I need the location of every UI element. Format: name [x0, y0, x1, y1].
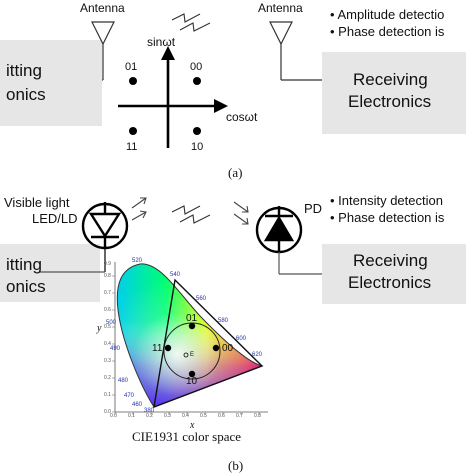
- tx-label-b-1: itting: [6, 255, 42, 274]
- rx-label-b-2: Electronics: [348, 273, 432, 292]
- cie-point-11: [164, 344, 172, 352]
- bullet-b-2: • Phase detection is: [330, 210, 445, 225]
- cie-y-tick-4: 0.4: [104, 341, 111, 347]
- cie-y-axis-label: y: [97, 323, 102, 334]
- wireless-signal-icon-b: [171, 205, 211, 224]
- caption-b: (b): [228, 458, 244, 473]
- cie-x-tick-1: 0.1: [128, 413, 135, 419]
- tx-box-b: [0, 244, 100, 302]
- cie-label-01: 01: [186, 313, 198, 324]
- cie-point-10: [188, 370, 196, 378]
- bullet-a-1: • Amplitude detectio: [330, 7, 445, 22]
- rx-label-b-1: Receiving: [353, 251, 428, 270]
- wl-460: 460: [132, 402, 143, 408]
- axis-y-label: sinωt: [147, 35, 176, 49]
- wl-620: 620: [252, 352, 263, 358]
- point-label-11: 11: [126, 141, 138, 153]
- cie-y-tick-6: 0.6: [104, 307, 111, 313]
- antenna-icon-left: [91, 21, 115, 81]
- source-label-2: LED/LD: [32, 211, 78, 226]
- cie-y-ticks: [112, 275, 115, 413]
- point-label-00: 00: [190, 61, 203, 73]
- cie-y-tick-1: 0.1: [104, 392, 111, 398]
- panel-a-graphics: [0, 13, 466, 148]
- wl-490: 490: [110, 346, 121, 352]
- bullet-a-1-text: Amplitude detectio: [337, 7, 445, 22]
- wl-470: 470: [124, 393, 135, 399]
- cie-y-tick-9: 0.9: [104, 261, 111, 267]
- rx-box-a: [322, 52, 466, 134]
- rx-box-b: [322, 244, 466, 304]
- constellation-axes: [118, 46, 228, 148]
- cie-label-00: 00: [222, 343, 234, 354]
- cie-x-axis-label: x: [190, 420, 195, 431]
- tx-label-a-1: itting: [6, 61, 42, 80]
- wl-380: 380: [144, 408, 155, 414]
- constellation-point-01: [129, 77, 137, 85]
- cie-gamut-triangle: [153, 278, 264, 409]
- led-icon: [40, 202, 129, 273]
- cie-y-tick-0: 0.0: [104, 409, 111, 415]
- bullet-b-1: • Intensity detection: [330, 193, 443, 208]
- antenna-icon-right: [269, 21, 322, 81]
- cie-gamut-outline: [116, 263, 264, 408]
- wl-520: 520: [132, 258, 143, 264]
- point-label-10: 10: [191, 141, 204, 153]
- constellation-point-11: [129, 127, 137, 135]
- wl-500: 500: [106, 320, 117, 326]
- cie-x-tick-2: 0.2: [146, 413, 153, 419]
- pd-incoming-arrows: [233, 201, 249, 225]
- axis-x-label: cosωt: [226, 110, 258, 124]
- panel-b-graphics: [0, 197, 466, 415]
- constellation-point-00: [193, 77, 201, 85]
- cie-x-tick-3: 0.3: [164, 413, 171, 419]
- constellation-points: [129, 77, 201, 135]
- tx-label-b-2: onics: [6, 277, 46, 296]
- led-emission-arrows: [131, 197, 147, 221]
- bullet-a-2: • Phase detection is: [330, 24, 445, 39]
- cie-label-11: 11: [152, 343, 163, 354]
- cie-x-ticks: [114, 412, 260, 415]
- cie-x-tick-5: 0.5: [200, 413, 207, 419]
- cie-point-e: [183, 352, 189, 358]
- rx-label-a-1: Receiving: [353, 70, 428, 89]
- cie-label-10: 10: [186, 376, 198, 387]
- rx-label-a-2: Electronics: [348, 92, 432, 111]
- wl-480: 480: [118, 378, 129, 384]
- cie-chart-caption: CIE1931 color space: [132, 429, 242, 444]
- photodiode-icon: [255, 206, 322, 275]
- antenna-label-left: Antenna: [80, 1, 125, 15]
- constellation-point-10: [193, 127, 201, 135]
- tx-label-a-2: onics: [6, 85, 46, 104]
- cie-y-tick-7: 0.7: [104, 290, 111, 296]
- cie-y-tick-5: 0.5: [104, 324, 111, 330]
- source-label-1: Visible light: [4, 195, 70, 210]
- cie-x-tick-0: 0.0: [110, 413, 117, 419]
- wl-600: 600: [236, 336, 247, 342]
- tx-box-a: [0, 40, 102, 126]
- cie-label-e: E: [190, 352, 195, 358]
- cie-y-tick-3: 0.3: [104, 358, 111, 364]
- cie-point-01: [188, 322, 196, 330]
- cie-axes: [114, 262, 268, 413]
- cie-x-tick-6: 0.6: [218, 413, 225, 419]
- wireless-signal-icon: [171, 13, 211, 32]
- cie-x-tick-8: 0.8: [254, 413, 261, 419]
- bullet-b-1-text: Intensity detection: [338, 193, 443, 208]
- cie-x-tick-7: 0.7: [236, 413, 243, 419]
- cie-y-tick-2: 0.2: [104, 375, 111, 381]
- cie-x-tick-4: 0.4: [182, 413, 189, 419]
- wl-560: 560: [196, 296, 207, 302]
- cie-y-tick-8: 0.8: [104, 273, 111, 279]
- bullet-b-2-text: Phase detection is: [338, 210, 445, 225]
- point-label-01: 01: [125, 61, 138, 73]
- cie-point-00: [212, 344, 220, 352]
- antenna-label-right: Antenna: [258, 1, 303, 15]
- cie-points: [164, 322, 220, 378]
- wl-580: 580: [218, 318, 229, 324]
- pd-label: PD: [304, 201, 323, 216]
- wl-540: 540: [170, 272, 181, 278]
- caption-a: (a): [228, 165, 243, 180]
- bullet-a-2-text: Phase detection is: [338, 24, 445, 39]
